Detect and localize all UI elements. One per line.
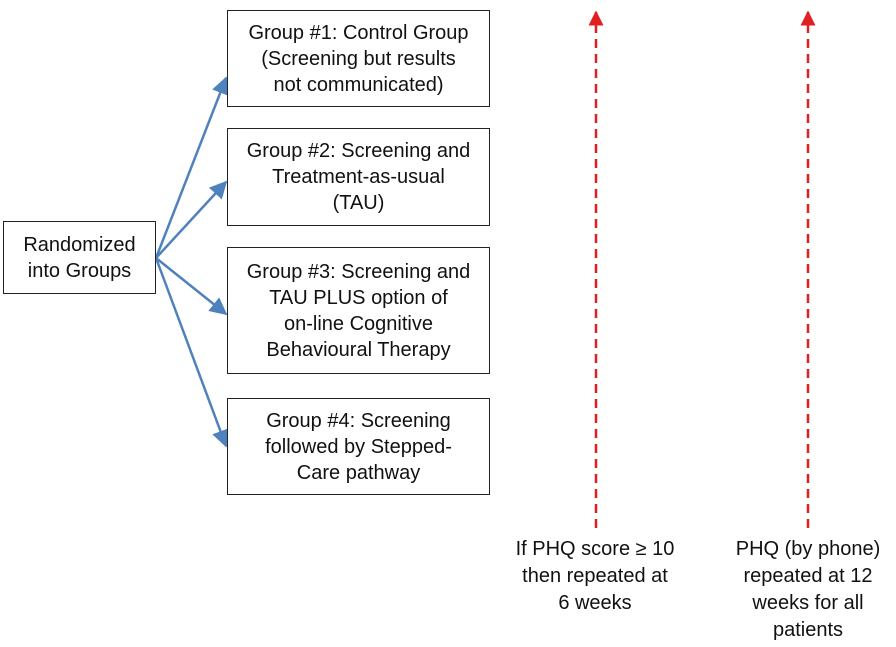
timeline-note-12-weeks: PHQ (by phone) repeated at 12 weeks for … bbox=[722, 536, 894, 644]
group-3-line-3: on-line Cognitive bbox=[284, 312, 433, 335]
note-6-weeks-line-3: 6 weeks bbox=[558, 592, 632, 614]
group-1-line-1: Group #1: Control Group bbox=[248, 21, 469, 44]
group-3-line-1: Group #3: Screening and bbox=[246, 260, 471, 283]
timeline-note-6-weeks: If PHQ score ≥ 10 then repeated at 6 wee… bbox=[500, 536, 690, 617]
arrow-to-group-1 bbox=[154, 76, 229, 259]
group-1-box: Group #1: Control Group (Screening but r… bbox=[227, 10, 490, 107]
group-4-box: Group #4: Screening followed by Stepped-… bbox=[227, 398, 490, 495]
note-6-weeks-line-2: then repeated at bbox=[522, 565, 668, 587]
note-6-weeks-line-1: If PHQ score ≥ 10 bbox=[515, 538, 675, 560]
group-3-line-4: Behavioural Therapy bbox=[266, 338, 451, 361]
group-2-line-1: Group #2: Screening and bbox=[246, 140, 471, 162]
group-4-line-2: followed by Stepped- bbox=[265, 435, 452, 458]
group-1-line-2: (Screening but results bbox=[261, 47, 456, 70]
note-12-weeks-line-1: PHQ (by phone) bbox=[735, 538, 881, 560]
note-12-weeks-line-3: weeks for all bbox=[752, 592, 864, 614]
group-2-line-2: Treatment-as-usual bbox=[272, 166, 445, 188]
group-4-line-1: Group #4: Screening bbox=[266, 409, 451, 432]
group-1-line-3: not communicated) bbox=[273, 73, 444, 96]
group-3-line-2: TAU PLUS option of bbox=[269, 286, 448, 309]
arrow-to-group-2 bbox=[155, 180, 228, 259]
note-12-weeks-line-4: patients bbox=[772, 619, 844, 641]
arrow-to-group-3 bbox=[155, 257, 228, 316]
randomized-line-1: Randomized bbox=[23, 233, 136, 256]
randomized-line-2: into Groups bbox=[27, 259, 132, 282]
randomized-box: Randomized into Groups bbox=[3, 221, 156, 294]
group-4-line-3: Care pathway bbox=[296, 461, 421, 484]
note-12-weeks-line-2: repeated at 12 bbox=[743, 565, 873, 587]
group-3-box: Group #3: Screening and TAU PLUS option … bbox=[227, 247, 490, 374]
arrow-to-group-4 bbox=[154, 257, 229, 448]
group-2-line-3: (TAU) bbox=[332, 192, 385, 214]
group-2-box: Group #2: Screening and Treatment-as-usu… bbox=[227, 128, 490, 226]
